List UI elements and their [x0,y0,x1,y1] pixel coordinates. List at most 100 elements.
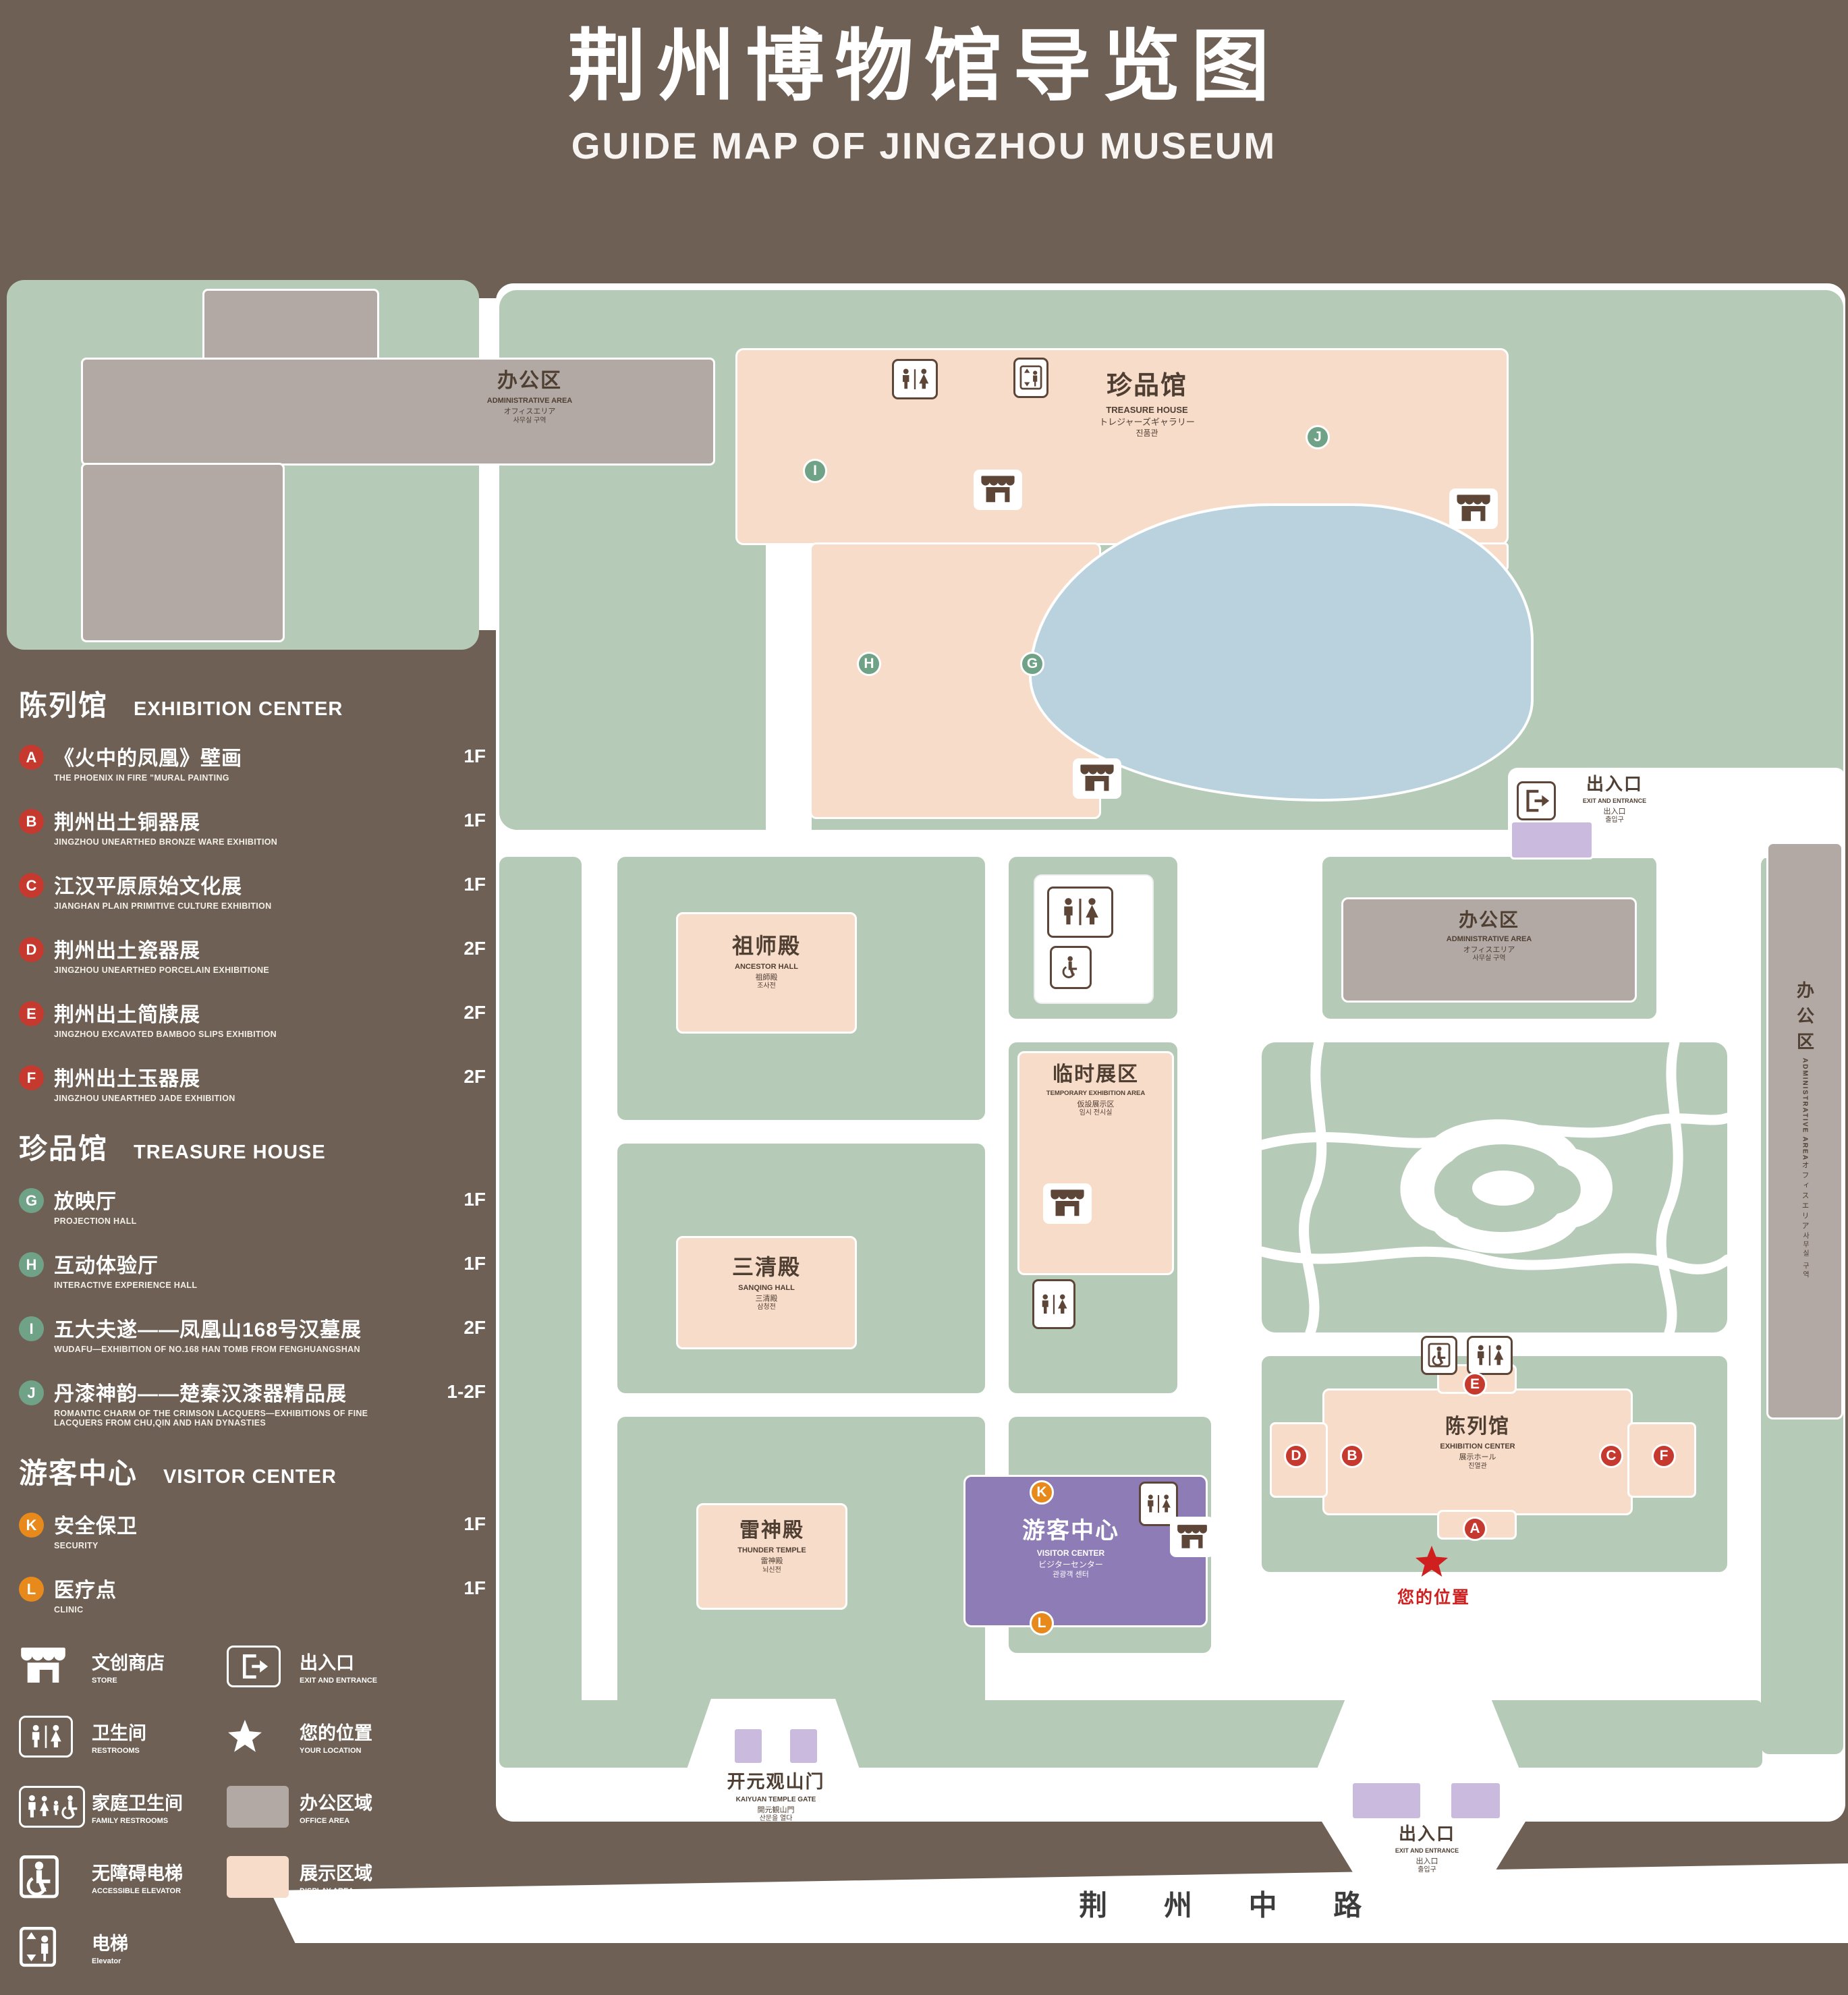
item-en: JINGZHOU UNEARTHED JADE EXHIBITION [54,1094,235,1103]
your-location-star-icon [1416,1546,1448,1577]
building-temporary-exhibition [1017,1051,1174,1275]
symbol-zh: 无障碍电梯 [92,1863,183,1884]
map-badge-l: L [1030,1611,1054,1635]
visitor-center-en: VISITOR CENTER [1036,1548,1105,1558]
sanqing-kr: 삼청전 [757,1303,776,1312]
exit-icon [227,1646,300,1687]
exit-ne-label: 出入口 EXIT AND ENTRANCE 出入口 출입구 [1557,773,1672,825]
visitor-center-jp: ビジターセンター [1038,1559,1103,1569]
building-sanqing-hall [676,1236,857,1349]
map-badge-f: F [1652,1444,1676,1468]
symbol-zh: 展示区域 [300,1863,372,1884]
symbol-en: YOUR LOCATION [300,1747,362,1755]
location-star-icon [227,1719,300,1754]
treasure-house-zh: 珍品馆 [1106,372,1187,400]
admin-en: ADMINISTRATIVE AREA [1446,934,1532,943]
gate-zh: 开元观山门 [727,1772,825,1792]
thunder-temple-label: 雷神殿 THUNDER TEMPLE 雷神殿 뇌신전 [696,1518,847,1575]
pond [1029,503,1534,802]
exit-zh: 出入口 [1398,1824,1455,1844]
store-icon [1073,758,1121,799]
restroom-icon [1467,1336,1513,1375]
map-badge-d: D [1284,1444,1308,1468]
temporary-en: TEMPORARY EXHIBITION AREA [1046,1090,1146,1098]
treasure-house-label: 珍品馆 TREASURE HOUSE トレジャーズギャラリー 진품관 [1042,370,1252,439]
store-icon [1170,1517,1214,1557]
your-location-label: 您的位置 [1397,1588,1470,1607]
exhibition-en: EXHIBITION CENTER [1440,1442,1515,1451]
exit-en: EXIT AND ENTRANCE [1582,797,1647,805]
page-subtitle: GUIDE MAP OF JINGZHOU MUSEUM [571,125,1277,167]
item-zh: 医疗点 [54,1579,117,1602]
symbol-zh: 办公区域 [300,1793,372,1814]
temporary-jp: 仮設展示区 [1077,1100,1115,1108]
admin-jp: オフィスエリア [503,408,556,416]
symbol-restrooms: 卫生间 RESTROOMS [19,1714,227,1759]
item-floor: 2F [464,1066,486,1087]
exit-icon [1517,781,1556,820]
restroom-icon [1139,1482,1178,1526]
ancestor-hall-en: ANCESTOR HALL [735,962,798,971]
exit-notch [1317,1699,1519,1769]
symbol-zh: 卫生间 [92,1723,146,1743]
item-en: CLINIC [54,1605,84,1614]
admin-zh: 办公区 [1794,980,1815,1058]
admin-zh: 办公区 [1458,909,1519,930]
road-name: 荆 州 中 路 [1079,1889,1387,1921]
map-badge-h: H [857,652,881,676]
gate-label: 开元观山门 KAIYUAN TEMPLE GATE 開元観山門 산문을 열다 [690,1770,862,1824]
symbol-en: Elevator [92,1957,121,1965]
exhibition-center-label: 陈列馆 EXHIBITION CENTER 展示ホール 진열관 [1397,1414,1559,1471]
map-badge-e: E [1463,1372,1487,1397]
symbol-en: RESTROOMS [92,1747,140,1755]
admin-en: ADMINISTRATIVE AREA [486,397,573,405]
section-title-en: VISITOR CENTER [163,1466,337,1488]
admin-nw-label: 办公区 ADMINISTRATIVE AREA オフィスエリア 사무실 구역 [418,368,641,425]
thunder-en: THUNDER TEMPLE [737,1546,806,1555]
item-en: WUDAFU—EXHIBITION OF NO.168 HAN TOMB FRO… [54,1345,360,1354]
family-restroom-icon [19,1786,92,1828]
store-icon [19,1646,92,1687]
building-ancestor-hall [676,912,857,1034]
gate-kr: 산문을 열다 [759,1815,793,1823]
item-en: SECURITY [54,1541,99,1550]
restroom-icon [1032,1279,1075,1329]
page-header: 荆州博物馆导览图 GUIDE MAP OF JINGZHOU MUSEUM [0,0,1848,167]
admin-kr: 사무실 구역 [1801,1231,1809,1280]
item-floor: 1F [464,1253,486,1274]
admin-kr: 사무실 구역 [1472,954,1506,962]
gate-en: KAIYUAN TEMPLE GATE [735,1795,816,1803]
admin-jp: オフィスエリア [1801,1160,1809,1232]
temporary-zh: 临时展区 [1053,1063,1139,1086]
item-en: JINGZHOU UNEARTHED BRONZE WARE EXHIBITIO… [54,837,278,847]
symbol-en: EXIT AND ENTRANCE [300,1677,378,1685]
item-zh: 荆州出土玉器展 [54,1068,200,1090]
temporary-kr: 임시 전시실 [1079,1108,1113,1117]
exit-ne-building [1510,820,1594,860]
badge-j: J [19,1380,44,1405]
item-floor: 1F [464,1513,486,1534]
gate-notch [687,1699,860,1769]
visitor-center-label: 游客中心 VISITOR CENTER ビジターセンター 관광객 센터 [973,1517,1169,1579]
item-floor: 2F [464,1002,486,1023]
item-en: JIANGHAN PLAIN PRIMITIVE CULTURE EXHIBIT… [54,901,272,911]
admin-mid-label: 办公区 ADMINISTRATIVE AREA オフィスエリア 사무실 구역 [1341,908,1637,963]
item-floor: 1F [464,1577,486,1598]
item-en: JINGZHOU UNEARTHED PORCELAIN EXHIBITIONE [54,965,269,975]
building-thunder-temple [696,1503,847,1610]
badge-d: D [19,937,44,962]
map-badge-a: A [1463,1517,1487,1541]
item-zh: 荆州出土简牍展 [54,1004,200,1026]
item-floor: 1F [464,1189,486,1210]
item-floor: 1F [464,746,486,766]
gate-pillar [788,1727,819,1765]
